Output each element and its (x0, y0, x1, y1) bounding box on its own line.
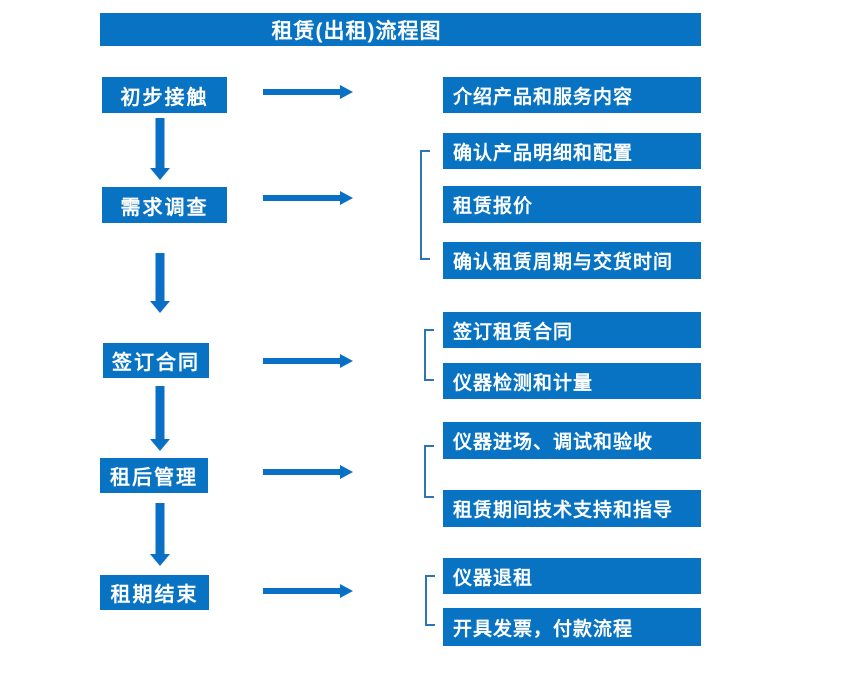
arrow-head (150, 301, 170, 313)
detail-tech-support-guidance: 租赁期间技术支持和指导 (443, 490, 701, 527)
down-arrow-2-icon (150, 253, 170, 313)
arrow-stem (155, 253, 165, 302)
flowchart-title-bar: 租赁(出租)流程图 (100, 13, 701, 46)
down-arrow-3-icon (150, 386, 170, 451)
arrow-stem (263, 588, 341, 594)
bracket-post-rental-group (424, 445, 434, 498)
detail-introduce-products-services: 介绍产品和服务内容 (443, 77, 701, 113)
arrow-head (340, 191, 353, 205)
detail-label: 确认产品明细和配置 (453, 142, 634, 164)
detail-label: 租赁报价 (453, 196, 534, 217)
bracket-lease-end-group (425, 575, 435, 626)
detail-sign-rental-contract: 签订租赁合同 (443, 312, 701, 348)
arrow-head (340, 584, 353, 598)
detail-confirm-rental-period-delivery: 确认租赁周期与交货时间 (443, 242, 701, 279)
down-arrow-4-icon (150, 503, 170, 566)
down-arrow-1-icon (150, 118, 170, 180)
arrow-stem (155, 118, 165, 169)
right-arrow-4-icon (263, 465, 353, 479)
arrow-stem (263, 89, 341, 95)
step-lease-end: 租期结束 (100, 575, 209, 610)
detail-instrument-entry-debug-acceptance: 仪器进场、调试和验收 (443, 422, 701, 459)
step-demand-survey: 需求调查 (102, 187, 227, 223)
detail-label: 租赁期间技术支持和指导 (453, 500, 674, 521)
detail-invoice-payment-process: 开具发票，付款流程 (443, 608, 701, 646)
arrow-head (150, 168, 170, 180)
arrow-head (340, 465, 353, 479)
right-arrow-1-icon (263, 85, 353, 99)
arrow-stem (263, 195, 341, 201)
detail-rental-quote: 租赁报价 (443, 186, 701, 223)
detail-confirm-product-details-config: 确认产品明细和配置 (443, 133, 701, 169)
step-sign-contract: 签订合同 (103, 343, 209, 378)
step-label: 需求调查 (120, 196, 209, 219)
arrow-head (340, 354, 353, 368)
step-post-rental-management: 租后管理 (100, 458, 208, 493)
bracket-sign-contract-group (424, 329, 434, 381)
flowchart-title: 租赁(出租)流程图 (271, 19, 442, 43)
detail-label: 确认租赁周期与交货时间 (453, 252, 674, 273)
detail-label: 开具发票，付款流程 (453, 618, 634, 640)
detail-instrument-return: 仪器退租 (443, 558, 701, 594)
step-label: 初步接触 (120, 86, 209, 109)
arrow-stem (263, 469, 341, 475)
arrow-stem (155, 386, 165, 440)
arrow-head (340, 85, 353, 99)
right-arrow-2-icon (263, 191, 353, 205)
detail-label: 仪器退租 (453, 567, 534, 589)
detail-instrument-testing-metering: 仪器检测和计量 (443, 363, 701, 399)
step-label: 租期结束 (110, 584, 199, 606)
detail-label: 介绍产品和服务内容 (453, 86, 634, 108)
step-initial-contact: 初步接触 (102, 77, 227, 113)
right-arrow-3-icon (263, 354, 353, 368)
arrow-stem (155, 503, 165, 555)
arrow-head (150, 439, 170, 451)
detail-label: 签订租赁合同 (453, 321, 574, 343)
detail-label: 仪器检测和计量 (453, 372, 594, 394)
arrow-head (150, 554, 170, 566)
detail-label: 仪器进场、调试和验收 (453, 432, 654, 453)
step-label: 签订合同 (112, 352, 200, 374)
bracket-demand-survey-group (420, 150, 430, 260)
arrow-stem (263, 358, 341, 364)
step-label: 租后管理 (110, 467, 198, 489)
right-arrow-5-icon (263, 584, 353, 598)
